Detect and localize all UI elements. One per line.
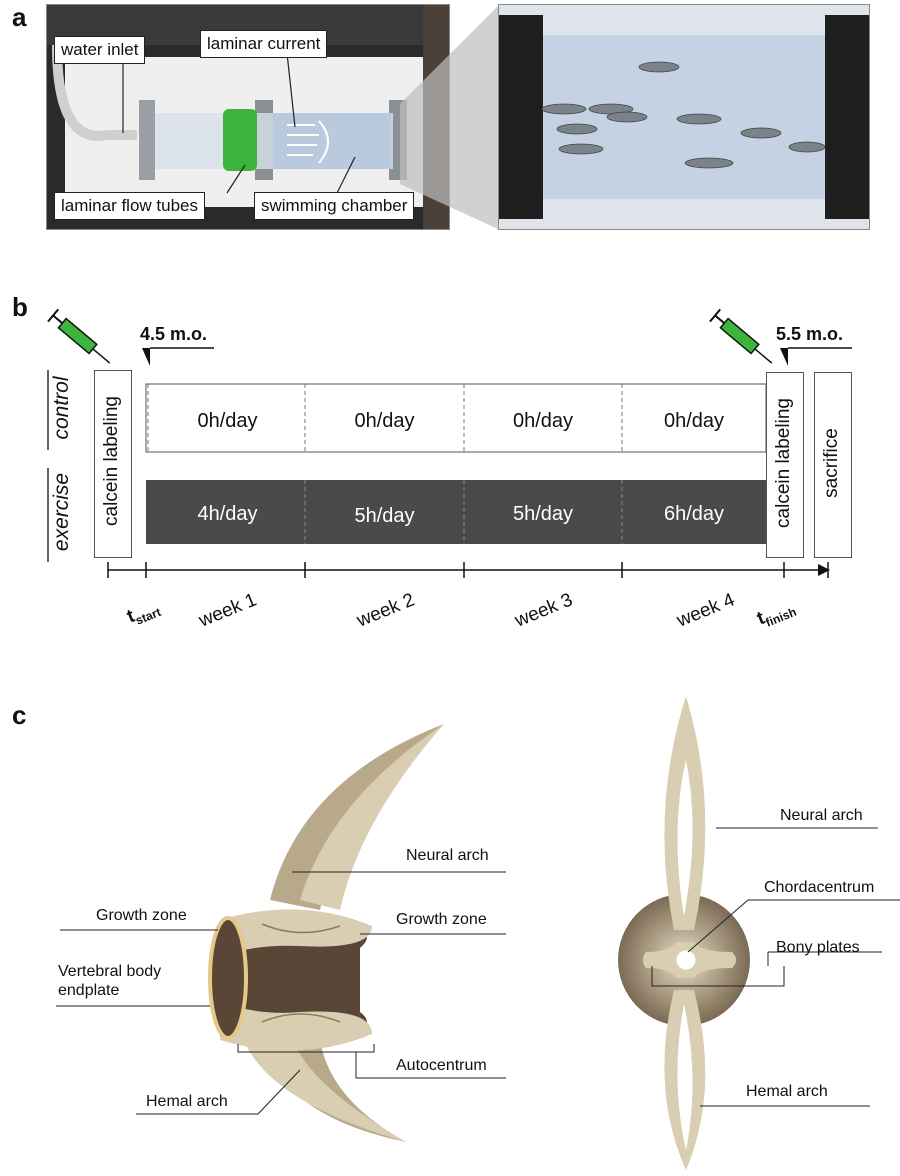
calcein-label-start: calcein labeling	[101, 396, 122, 526]
syringe-icon-finish	[709, 308, 773, 364]
label-chordacentrum: Chordacentrum	[764, 879, 875, 896]
exercise-week-2: 5h/day	[354, 505, 415, 527]
exercise-week-3: 5h/day	[512, 503, 574, 525]
sacrifice-box	[814, 372, 852, 558]
timeline-diagram	[47, 308, 852, 578]
panel-letter-b: b	[12, 292, 28, 322]
label-laminar-flow-tubes: laminar flow tubes	[54, 192, 206, 220]
fish-chamber-illustration	[499, 5, 869, 229]
finish-age-label: 5.5 m.o.	[776, 324, 844, 344]
label-left-hemal-arch: Hemal arch	[146, 1093, 228, 1110]
label-right-growth-zone: Growth zone	[396, 911, 487, 928]
vertebra-side-view	[56, 724, 506, 1142]
control-week-3: 0h/day	[512, 410, 574, 432]
start-age-label: 4.5 m.o.	[140, 324, 208, 344]
row-label-exercise: exercise	[50, 472, 73, 552]
label-laminar-current: laminar current	[200, 30, 328, 58]
label-right-neural-arch: Neural arch	[780, 807, 863, 824]
calcein-label-finish: calcein labeling	[773, 398, 794, 528]
exercise-week-4: 6h/day	[663, 503, 725, 525]
label-bony-plates: Bony plates	[776, 939, 860, 956]
syringe-icon-start	[47, 308, 111, 364]
control-week-1: 0h/day	[197, 410, 258, 432]
panel-letter-c: c	[12, 700, 27, 730]
label-water-inlet: water inlet	[54, 36, 146, 64]
control-week-2: 0h/day	[354, 410, 415, 432]
label-autocentrum: Autocentrum	[396, 1057, 487, 1074]
label-left-neural-arch: Neural arch	[406, 847, 489, 864]
calcein-box-finish	[766, 372, 804, 558]
sacrifice-label: sacrifice	[821, 428, 842, 498]
control-week-4: 0h/day	[663, 410, 725, 432]
row-label-control: control	[50, 376, 73, 440]
calcein-box-start	[94, 370, 132, 558]
label-left-growth-zone: Growth zone	[96, 907, 187, 924]
label-right-hemal-arch: Hemal arch	[746, 1083, 828, 1100]
exercise-week-1: 4h/day	[197, 503, 258, 525]
zoom-wedge	[400, 4, 500, 230]
label-swimming-chamber: swimming chamber	[254, 192, 415, 220]
fish-chamber-photo	[498, 4, 870, 230]
panel-letter-a: a	[12, 2, 27, 32]
vertebra-cross-section	[618, 696, 900, 1170]
